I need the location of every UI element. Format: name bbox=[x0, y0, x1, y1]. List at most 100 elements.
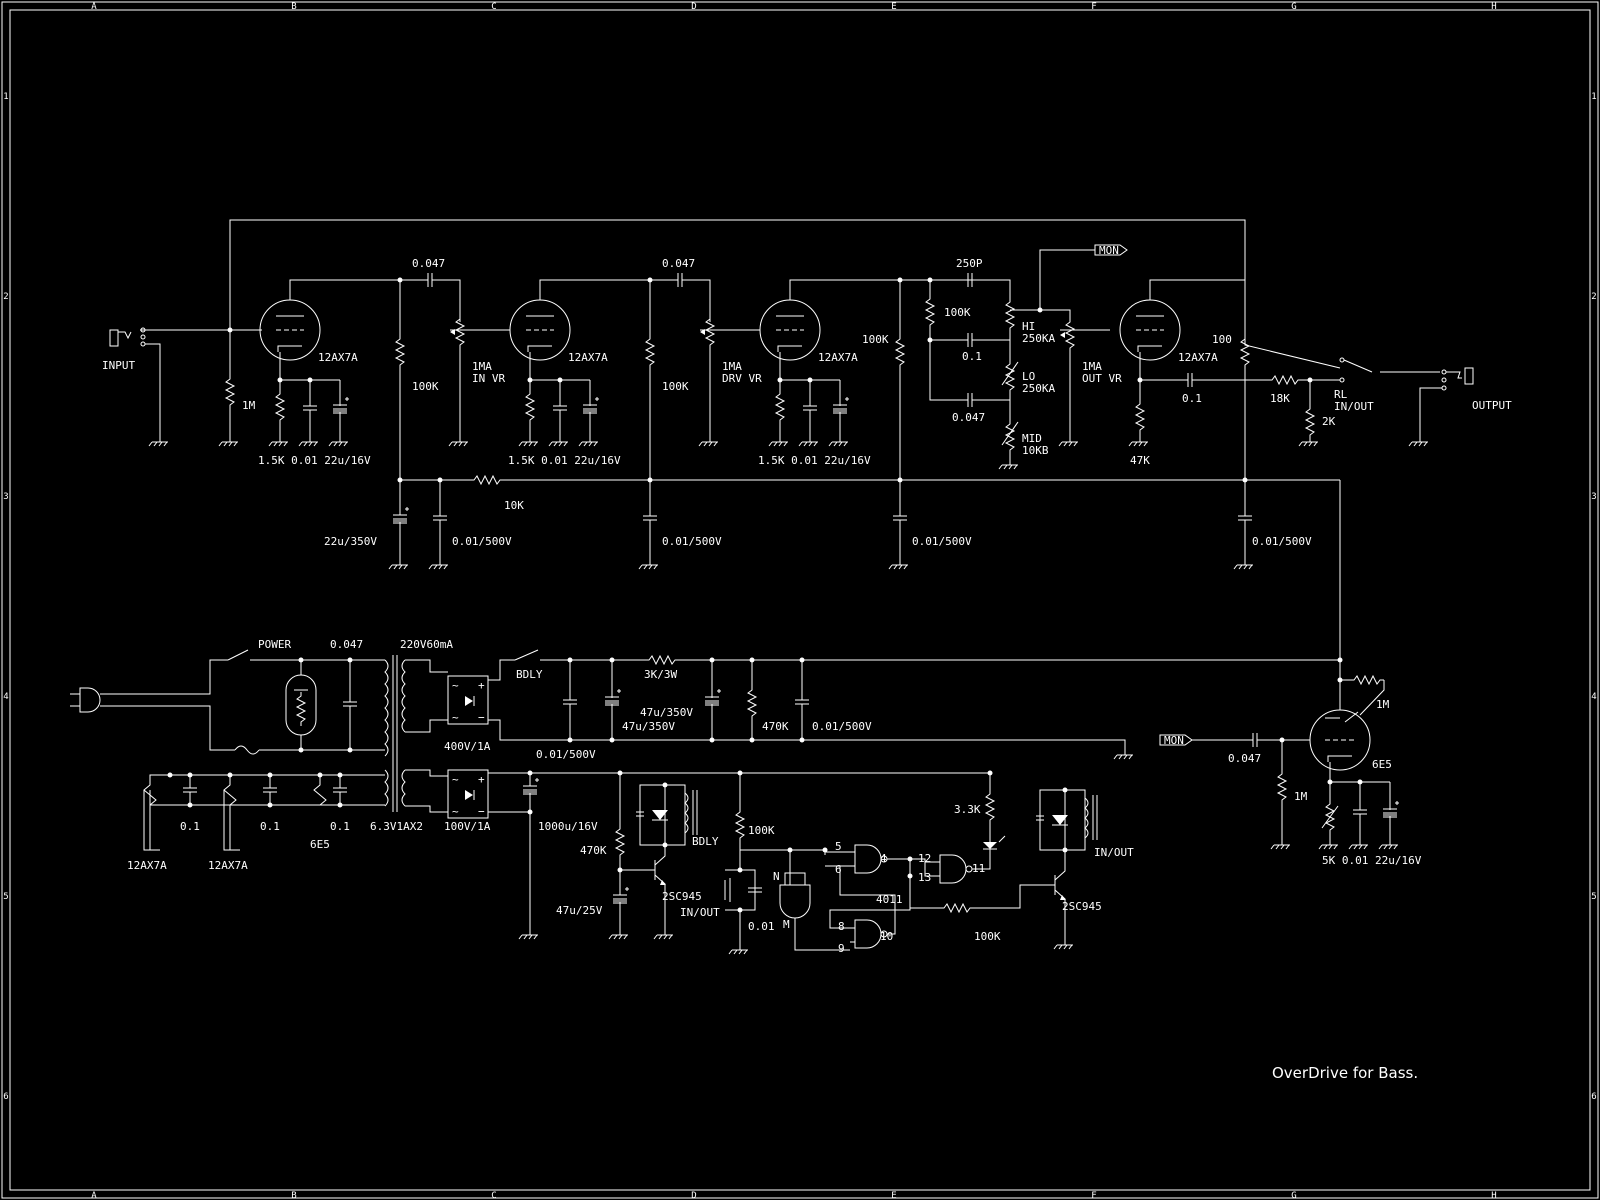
r470k-drv-label: 470K bbox=[580, 844, 607, 857]
r10k-label: 10K bbox=[504, 499, 524, 512]
r1m-mon-label: 1M bbox=[1294, 790, 1308, 803]
mon-in-label: MON bbox=[1164, 734, 1184, 747]
tone-cap-01-label: 0.1 bbox=[962, 350, 982, 363]
mon-out-label: MON bbox=[1099, 244, 1119, 257]
pin-label: 10 bbox=[880, 930, 893, 943]
pin-label: 11 bbox=[972, 862, 985, 875]
output-label: OUTPUT bbox=[1472, 399, 1512, 412]
k4-res-label: 47K bbox=[1130, 454, 1150, 467]
ic-pin-n-label: N bbox=[773, 870, 780, 883]
heater-v2-label: 12AX7A bbox=[208, 859, 248, 872]
c-ps-out-label: 0.01/500V bbox=[812, 720, 872, 733]
heater-v1-label: 12AX7A bbox=[127, 859, 167, 872]
heater-cap-3-label: 0.1 bbox=[330, 820, 350, 833]
grid-row-left: 1 bbox=[3, 92, 8, 102]
grid-col-top: G bbox=[1291, 2, 1296, 12]
r100k-drv-label: 100K bbox=[748, 824, 775, 837]
pin-label: 4 bbox=[880, 852, 887, 865]
grid-row-right: 1 bbox=[1591, 92, 1596, 102]
q2-label: 2SC945 bbox=[1062, 900, 1102, 913]
grid-col-bottom: H bbox=[1491, 1191, 1496, 1200]
pwr-cap-label: 0.047 bbox=[330, 638, 363, 651]
xfmr-lv-label: 6.3V1AX2 bbox=[370, 820, 423, 833]
tube-6e5 bbox=[1309, 709, 1371, 771]
pin-label: 9 bbox=[838, 942, 845, 955]
sw-inout-label: IN/OUT bbox=[680, 906, 720, 919]
bridge-plus-mark: + bbox=[478, 773, 485, 786]
c047-mon-label: 0.047 bbox=[1228, 752, 1261, 765]
grid-row-labels: 1 2 3 4 5 6 1 2 3 4 5 6 bbox=[3, 92, 1596, 1102]
out-res-2k-label: 2K bbox=[1322, 415, 1336, 428]
drawing-title: OverDrive for Bass. bbox=[1272, 1064, 1418, 1082]
tube-v3-label: 12AX7A bbox=[818, 351, 858, 364]
tube-v4-label: 12AX7A bbox=[1178, 351, 1218, 364]
grid-col-top: E bbox=[891, 2, 896, 12]
grid-col-top: B bbox=[291, 2, 296, 12]
plate-res-2-label: 100K bbox=[662, 380, 689, 393]
plate-res-4-label: 100 bbox=[1212, 333, 1232, 346]
tube-6e5-label: 6E5 bbox=[1372, 758, 1392, 771]
coupling-cap-2-label: 0.047 bbox=[662, 257, 695, 270]
ic-4011-label: 4011 bbox=[876, 893, 903, 906]
tube-v3 bbox=[759, 299, 821, 361]
pin-label: 8 bbox=[838, 920, 845, 933]
component-labels: INPUT OUTPUT MON MON 12AX7A 12AX7A 12AX7… bbox=[102, 244, 1512, 955]
power-supply-wiring: ~ ~ + − ~ ~ + − bbox=[70, 649, 1400, 951]
grid-col-bottom: F bbox=[1091, 1191, 1096, 1200]
preamp-wiring bbox=[109, 219, 1474, 660]
grid-row-right: 3 bbox=[1591, 492, 1596, 502]
heater-cap-1-label: 0.1 bbox=[180, 820, 200, 833]
r1m-6e5-label: 1M bbox=[1376, 698, 1390, 711]
grid-column-labels: A B C D E F G H A B C D E F G H bbox=[91, 2, 1496, 1200]
cap-250p-label: 250P bbox=[956, 257, 983, 270]
filter-cap-4-label: 0.01/500V bbox=[1252, 535, 1312, 548]
bridge-ac-mark: ~ bbox=[452, 805, 459, 818]
k2-values-label: 1.5K 0.01 22u/16V bbox=[508, 454, 621, 467]
k3-values-label: 1.5K 0.01 22u/16V bbox=[758, 454, 871, 467]
c47u-a-label: 47u/350V bbox=[640, 706, 693, 719]
k-6e5-values-label: 5K 0.01 22u/16V bbox=[1322, 854, 1422, 867]
plate-res-3-label: 100K bbox=[862, 333, 889, 346]
bdly-relay-label: BDLY bbox=[692, 835, 719, 848]
q1-label: 2SC945 bbox=[662, 890, 702, 903]
relay-inout-label: IN/OUT bbox=[1094, 846, 1134, 859]
filter-cap-1-label: 0.01/500V bbox=[452, 535, 512, 548]
c-ps-b-label: 0.01/500V bbox=[536, 748, 596, 761]
junction-dots bbox=[227, 277, 1313, 483]
c001-drv-label: 0.01 bbox=[748, 920, 775, 933]
filter-cap-2-label: 0.01/500V bbox=[662, 535, 722, 548]
grid-col-bottom: D bbox=[691, 1191, 696, 1200]
tube-v4 bbox=[1119, 299, 1181, 361]
grid-col-top: A bbox=[91, 2, 97, 12]
bridge-ac-mark: ~ bbox=[452, 679, 459, 692]
grid-col-top: D bbox=[691, 2, 696, 12]
junction-dots-ps bbox=[167, 657, 1363, 913]
power-switch-label: POWER bbox=[258, 638, 291, 651]
plate-res-1-label: 100K bbox=[412, 380, 439, 393]
grid-row-left: 6 bbox=[3, 1092, 8, 1102]
tube-v1-label: 12AX7A bbox=[318, 351, 358, 364]
r-grid-label: 1M bbox=[242, 399, 256, 412]
c47u-b-label: 47u/350V bbox=[622, 720, 675, 733]
out-res-18k-label: 18K bbox=[1270, 392, 1290, 405]
grid-col-bottom: E bbox=[891, 1191, 896, 1200]
pin-label: 5 bbox=[835, 840, 842, 853]
grid-col-bottom: A bbox=[91, 1191, 97, 1200]
ic-pin-m-label: M bbox=[783, 918, 790, 931]
grid-row-left: 4 bbox=[3, 692, 8, 702]
bridge-minus-mark: − bbox=[478, 711, 485, 724]
r3k-label: 3K/3W bbox=[644, 668, 677, 681]
grid-col-bottom: C bbox=[491, 1191, 496, 1200]
grid-row-left: 5 bbox=[3, 892, 8, 902]
tube-v2 bbox=[509, 299, 571, 361]
grid-col-top: C bbox=[491, 2, 496, 12]
heater-6e5-label: 6E5 bbox=[310, 838, 330, 851]
grid-row-right: 5 bbox=[1591, 892, 1596, 902]
c47u25-label: 47u/25V bbox=[556, 904, 603, 917]
